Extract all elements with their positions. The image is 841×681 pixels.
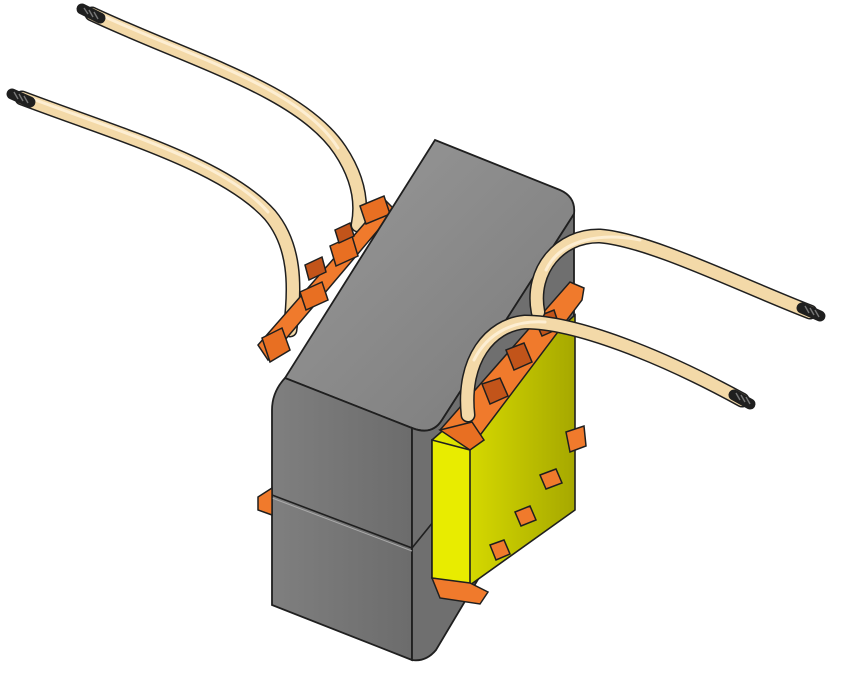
coil-bobbin-left: [257, 194, 397, 364]
lead-wire-back-left: [84, 6, 368, 233]
coil-winding: [431, 313, 576, 586]
lead-wire-front-left: [14, 90, 301, 338]
lead-wire-front-right: [459, 314, 750, 423]
lead-wire-back-right: [529, 228, 818, 320]
wire-end-strands-2: [6, 88, 36, 108]
wire-end-strands-4: [728, 389, 756, 410]
wire-end-strands-1: [76, 3, 106, 24]
wire-end-strands-3: [796, 302, 826, 322]
